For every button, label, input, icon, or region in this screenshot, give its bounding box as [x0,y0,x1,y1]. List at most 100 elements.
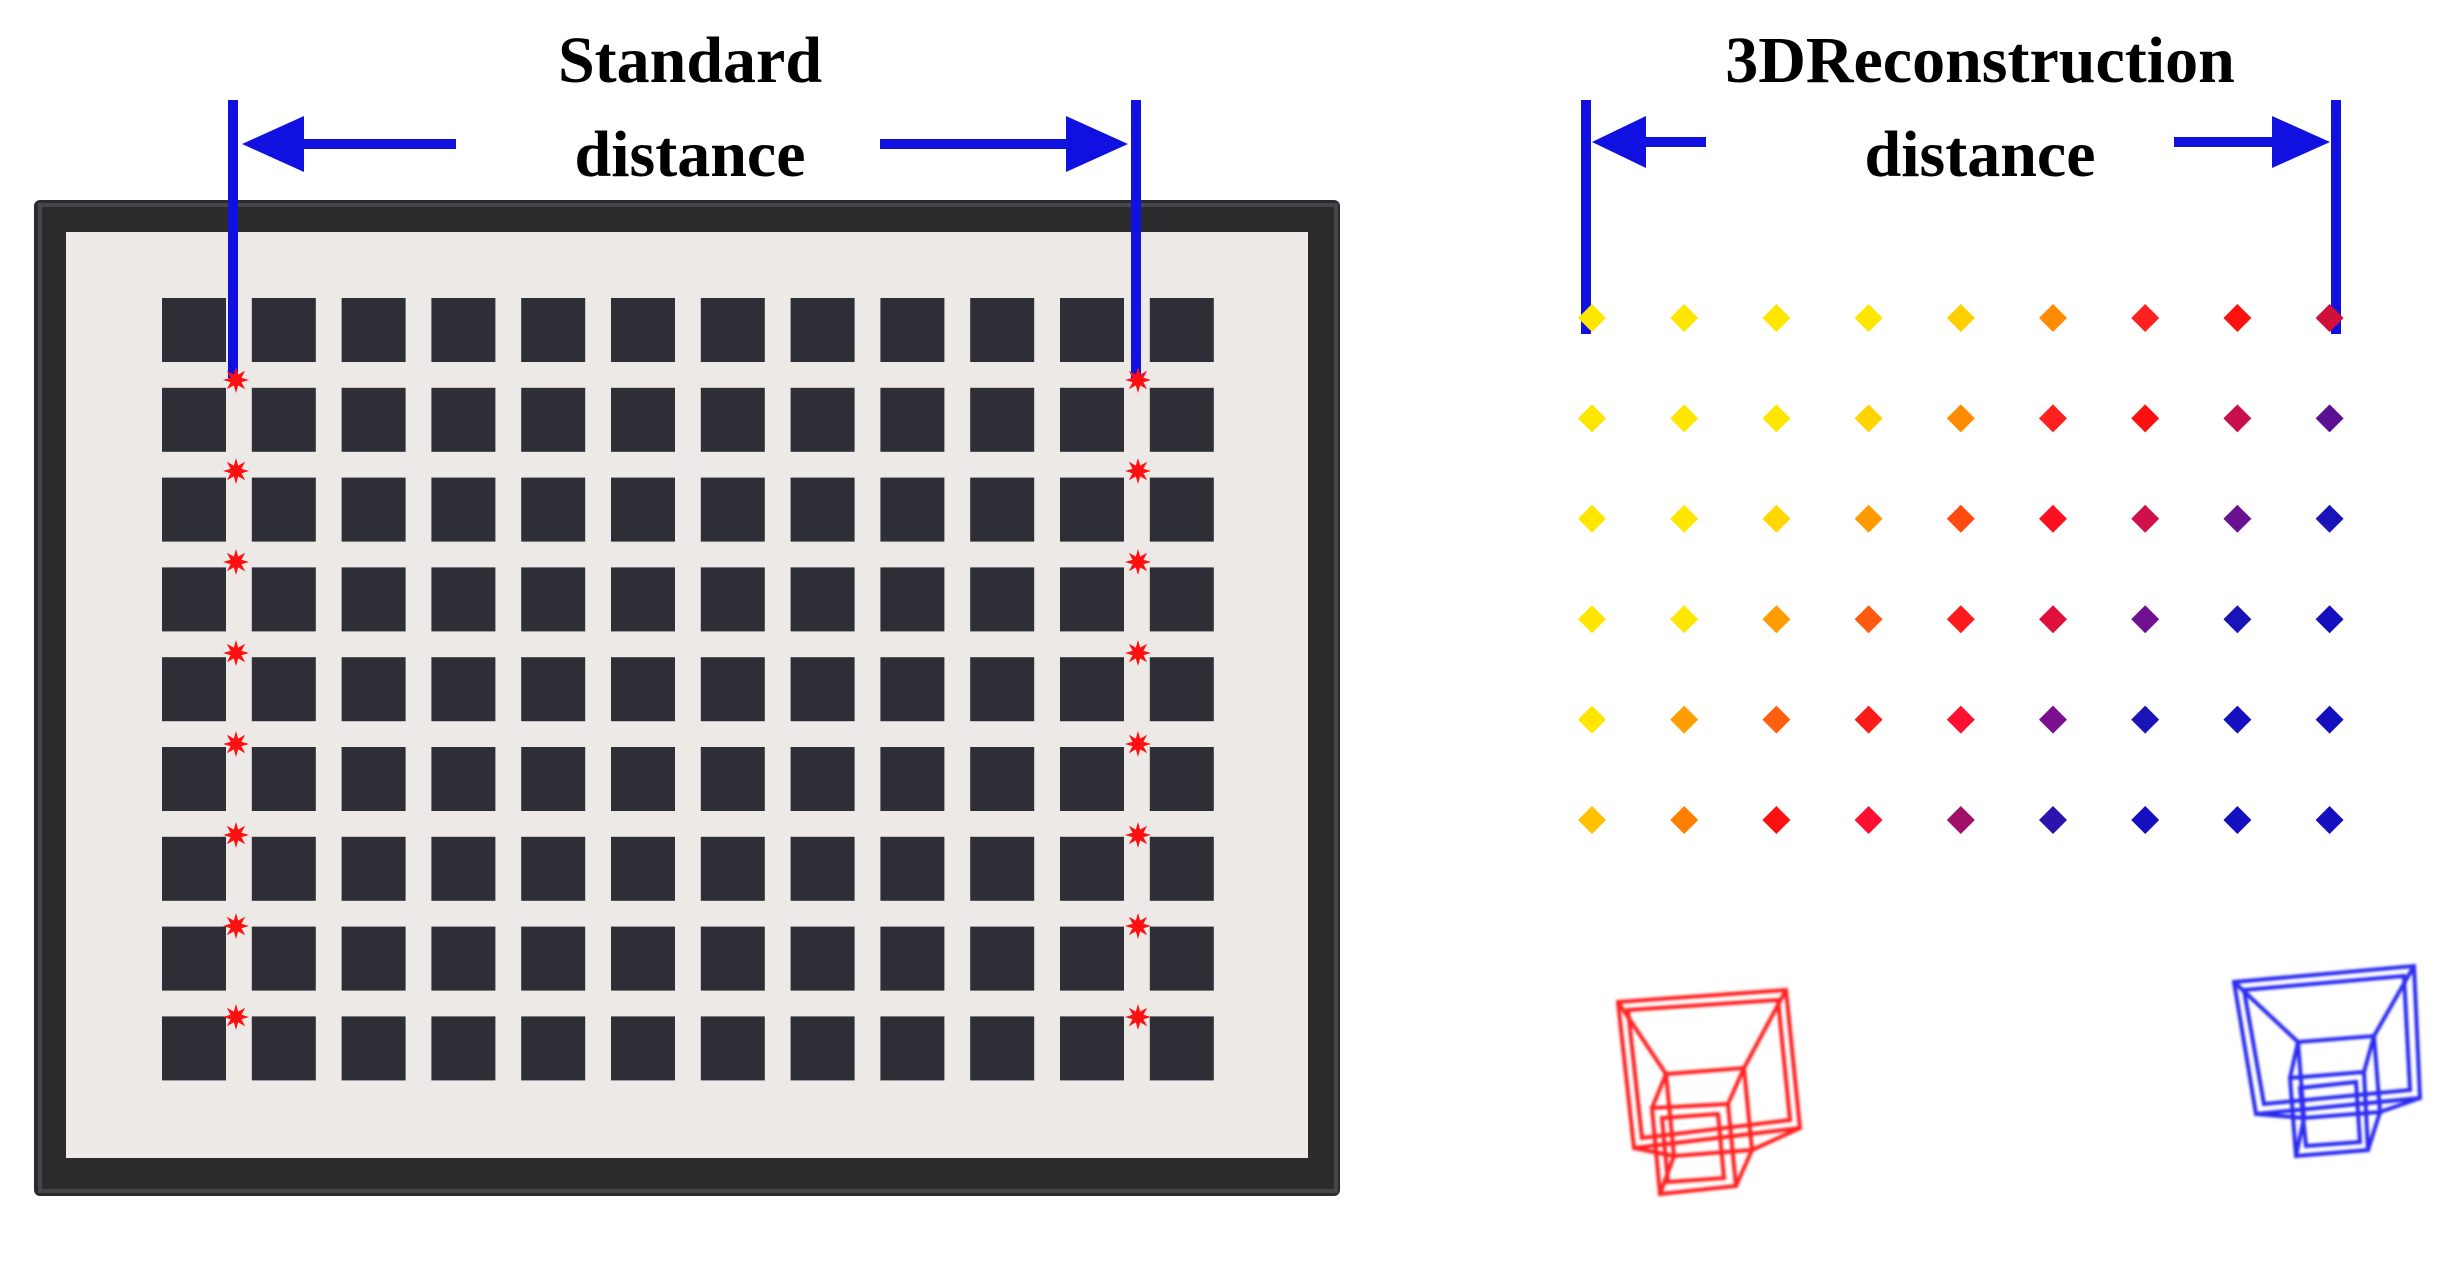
board-square [611,298,675,362]
board-square [341,567,406,632]
board-square [251,747,316,811]
reconstruction-annotation [1581,100,2341,334]
board-square [970,836,1035,901]
board-square [162,836,226,901]
board-square [341,747,406,811]
reconstructed-point [2223,605,2252,634]
board-square [1149,567,1214,632]
standard-distance-annotation [228,100,1141,378]
corner-marker [1125,367,1151,393]
board-square [790,1016,855,1081]
board-square [790,657,855,722]
board-square [700,836,765,901]
board-square [970,747,1035,811]
reconstructed-point [1854,605,1883,634]
board-square [521,836,586,901]
reconstructed-point [1946,404,1975,433]
board-square [970,298,1035,362]
reconstructed-point [2223,504,2252,533]
corner-marker [223,731,249,757]
reconstructed-point [1946,304,1975,332]
board-square [880,747,945,811]
board-square [700,298,765,362]
reconstructed-point [2039,806,2067,834]
board-square [431,387,496,452]
corner-marker [223,1004,249,1030]
board-square [251,926,316,991]
board-square [1149,657,1214,722]
corner-marker [1125,1004,1151,1030]
board-square [521,387,586,452]
board-square [880,567,945,632]
board-square [251,1016,316,1081]
board-square [880,298,945,362]
board-square [162,657,226,722]
board-square [700,926,765,991]
board-square [880,1016,945,1081]
board-square [970,1016,1035,1081]
board-square [611,387,675,452]
reconstructed-point [1946,806,1975,834]
board-square [611,477,675,542]
board-square [790,567,855,632]
reconstructed-point [2039,705,2067,734]
board-square [341,836,406,901]
board-square [970,657,1035,722]
board-square [1149,387,1214,452]
board-square [970,477,1035,542]
board-square [700,387,765,452]
reconstructed-point [1670,705,1699,734]
reconstructed-point [2223,806,2252,834]
reconstructed-points [1578,304,2344,834]
board-square [341,926,406,991]
reconstructed-point [2039,504,2067,533]
corner-marker [223,822,249,848]
board-square [790,747,855,811]
reconstructed-point [1670,504,1699,533]
reconstructed-point [2315,605,2344,634]
board-square [431,567,496,632]
reconstructed-point [1670,605,1699,634]
board-square [521,1016,586,1081]
corner-marker [1125,731,1151,757]
reconstructed-point [1762,504,1791,533]
reconstructed-point [2315,806,2344,834]
board-square [970,567,1035,632]
calibration-board-photo [34,200,1340,1196]
reconstructed-point [1578,404,1606,433]
board-square [1060,657,1124,722]
left-arrowhead-left [242,116,304,172]
corner-marker [223,549,249,575]
left-arrowhead-right [1066,116,1128,172]
board-square [1149,298,1214,362]
board-square [611,926,675,991]
corner-marker [1125,822,1151,848]
board-square [880,387,945,452]
reconstructed-point [1762,705,1791,734]
board-square [341,1016,406,1081]
board-square [341,298,406,362]
reconstructed-point [2131,705,2160,734]
board-square [431,1016,496,1081]
board-square [790,387,855,452]
corner-marker [1125,640,1151,666]
reconstruction-distance-label-line1: 3DReconstruction [1725,24,2235,97]
reconstructed-point [1578,705,1606,734]
board-square [251,477,316,542]
reconstructed-point [1670,806,1699,834]
board-square [1060,567,1124,632]
corner-marker [1125,913,1151,939]
corner-marker [223,458,249,484]
corner-marker [223,367,249,393]
board-square [251,657,316,722]
camera-left [1615,987,1803,1197]
reconstructed-point [2223,404,2252,433]
board-frame-edge [38,203,1338,1193]
board-square [611,747,675,811]
reconstructed-point [2131,806,2160,834]
board-square [790,477,855,542]
board-square [431,657,496,722]
reconstructed-point [1578,806,1606,834]
reconstructed-point [1578,605,1606,634]
